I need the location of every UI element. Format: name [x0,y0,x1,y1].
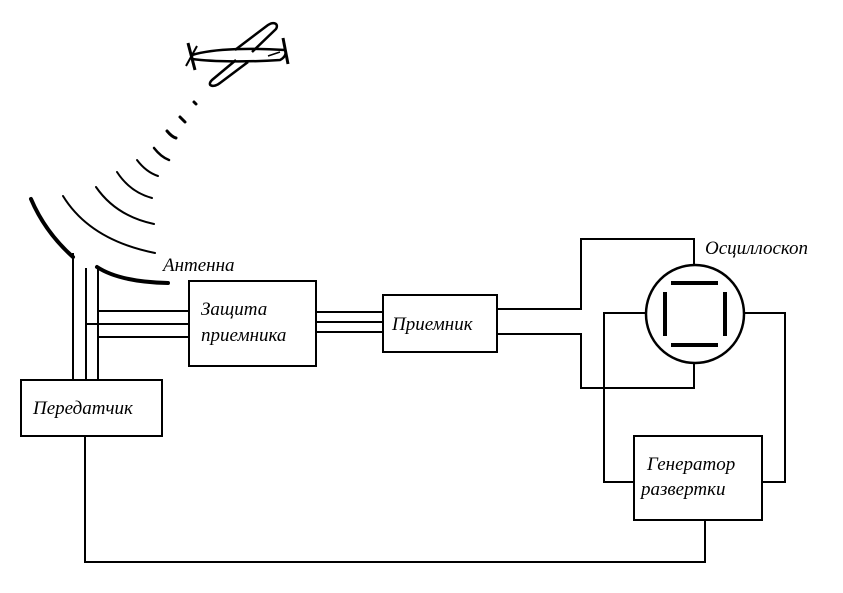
sweep-generator-label-line2: развертки [639,479,725,500]
sweep-generator-label-line1: Генератор [646,454,735,475]
oscilloscope [644,263,746,365]
transmitter-label: Передатчик [32,398,134,419]
sweep-generator-block [633,435,763,521]
receiver-label: Приемник [391,314,474,335]
protection-label-line2: приемника [201,325,286,346]
oscilloscope-label: Осциллоскоп [705,238,808,259]
transmitter-block [20,379,163,437]
circuit-wires [72,238,786,563]
protection-label-line1: Защита [201,299,267,320]
receiver-block [382,294,498,353]
radar-waves [29,100,198,285]
protection-block [188,280,317,367]
airplane-icon [185,21,290,88]
antenna-label: Антенна [161,255,235,276]
